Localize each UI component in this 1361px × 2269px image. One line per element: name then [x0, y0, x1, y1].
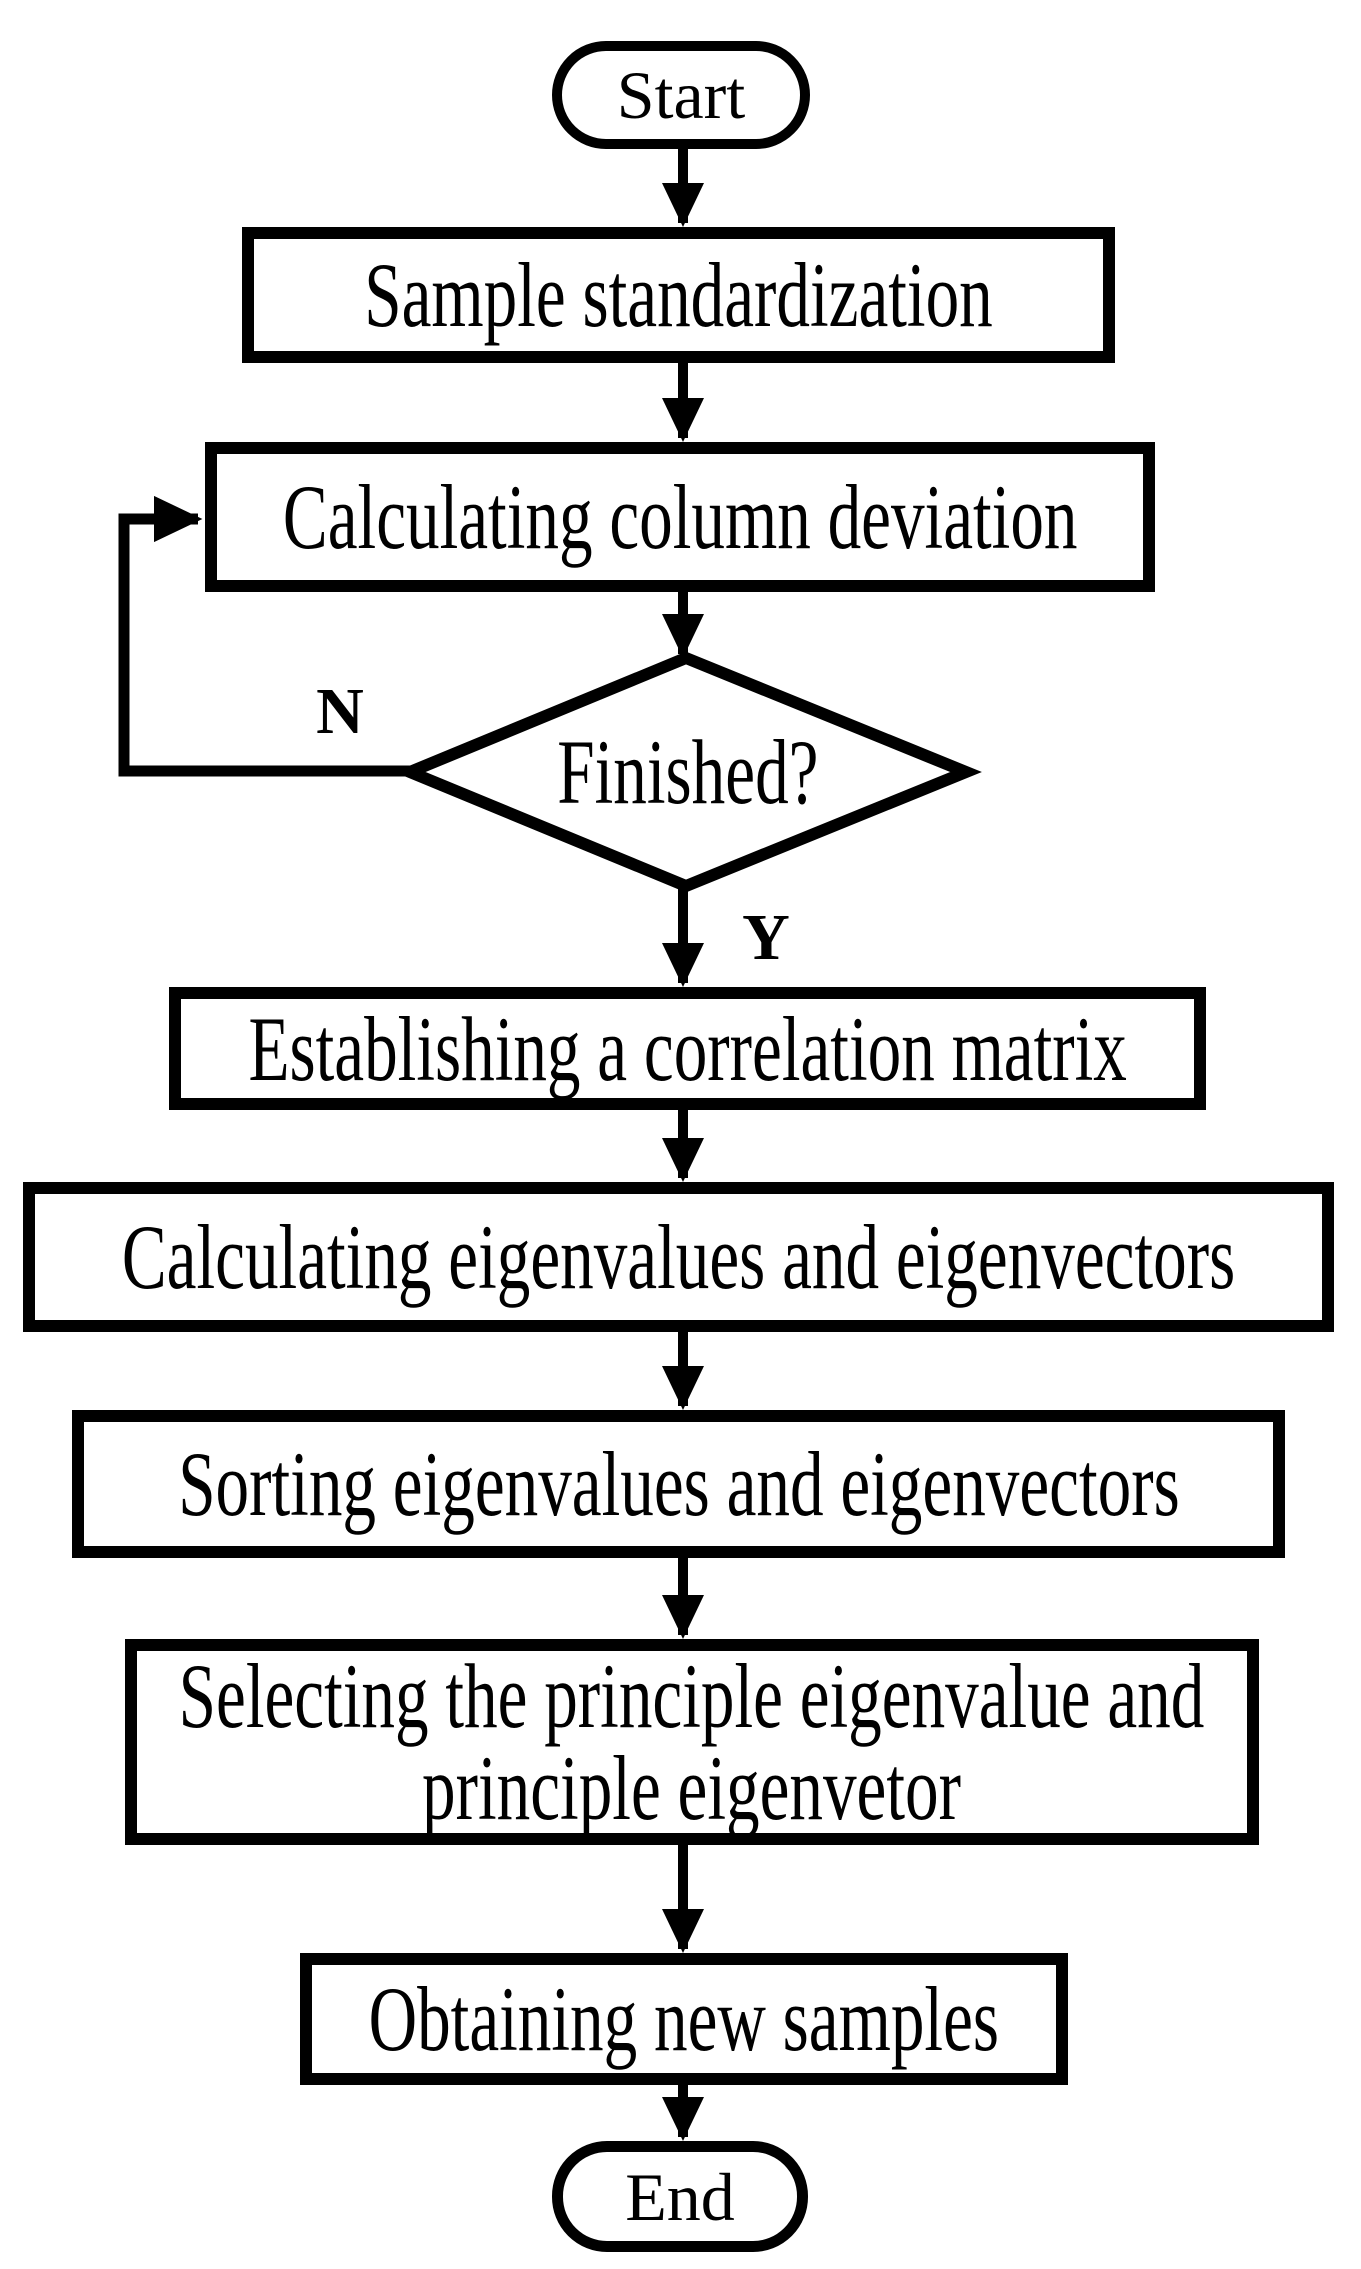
node-establishing-correlation-matrix: Establishing a correlation matrix: [169, 987, 1206, 1110]
node-selecting-principle-eigenvalue-line1: Selecting the principle eigenvalue and: [179, 1645, 1205, 1747]
node-calculating-column-deviation: Calculating column deviation: [205, 442, 1155, 592]
node-start-terminator: Start: [552, 41, 810, 149]
node-end-terminator: End: [552, 2141, 808, 2252]
node-calculating-column-deviation-label: Calculating column deviation: [282, 466, 1078, 568]
node-calculating-eigenvalues-eigenvectors: Calculating eigenvalues and eigenvectors: [23, 1182, 1334, 1332]
node-start-label: Start: [616, 57, 746, 133]
node-sorting-eigenvalues-eigenvectors-label: Sorting eigenvalues and eigenvectors: [177, 1433, 1180, 1535]
node-selecting-principle-eigenvalue-line2: principle eigenvetor: [422, 1737, 962, 1839]
node-end-label: End: [625, 2158, 735, 2235]
branch-label-yes-text: Y: [742, 901, 790, 974]
node-sorting-eigenvalues-eigenvectors: Sorting eigenvalues and eigenvectors: [72, 1410, 1285, 1558]
node-establishing-correlation-matrix-label: Establishing a correlation matrix: [248, 997, 1127, 1100]
decision-diamond-shape: [394, 651, 982, 893]
node-obtaining-new-samples-label: Obtaining new samples: [368, 1968, 1000, 2070]
branch-label-no: N: [270, 662, 410, 762]
node-sample-standardization: Sample standardization: [242, 227, 1115, 363]
node-sample-standardization-label: Sample standardization: [364, 244, 993, 346]
node-calculating-eigenvalues-eigenvectors-label: Calculating eigenvalues and eigenvectors: [121, 1206, 1236, 1308]
node-selecting-principle-eigenvalue: Selecting the principle eigenvalue and p…: [125, 1639, 1259, 1845]
node-selecting-principle-eigenvalue-label: Selecting the principle eigenvalue and p…: [179, 1650, 1205, 1834]
loop-arrow-finished-no-to-calc-deviation: [118, 495, 410, 777]
branch-label-no-text: N: [316, 675, 364, 748]
branch-label-yes: Y: [696, 888, 836, 988]
node-obtaining-new-samples: Obtaining new samples: [300, 1953, 1068, 2085]
